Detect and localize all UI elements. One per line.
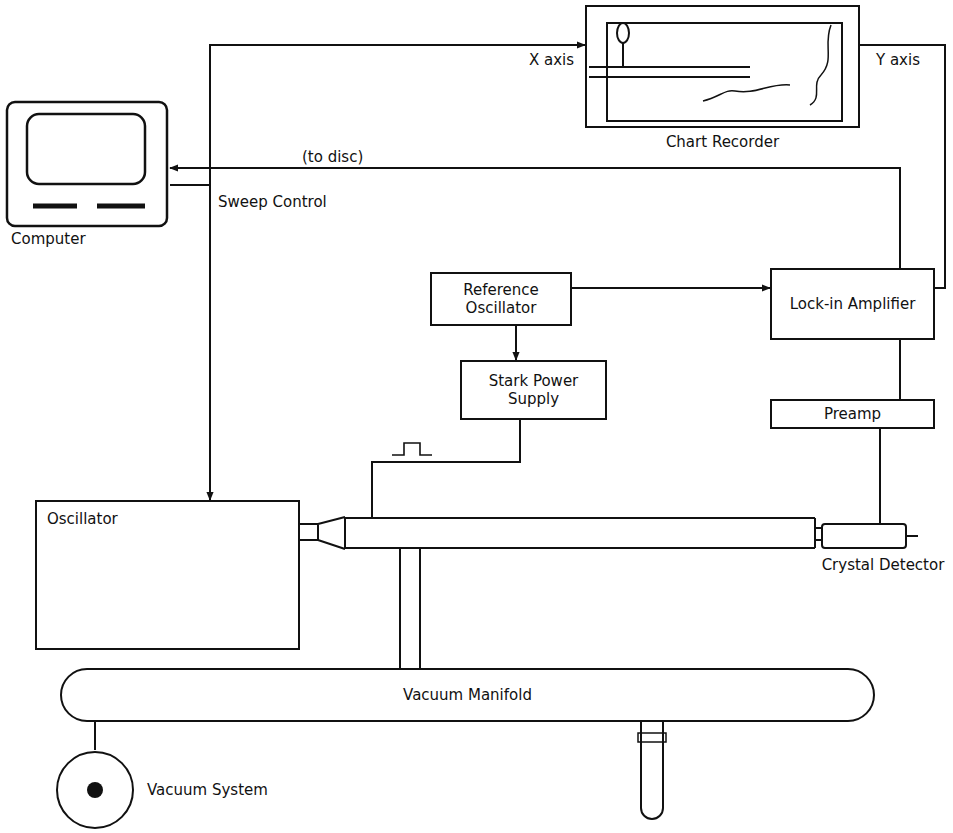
vacuum-pipe [400,548,420,668]
node-label: Lock-in Amplifier [790,295,916,313]
vacuum-manifold: Vacuum Manifold [60,668,875,722]
line-label: Y axis [874,51,922,69]
node-label: Computer [11,230,86,248]
stark-lead [372,420,520,518]
sample-tube [641,722,663,819]
signal-line [170,185,210,500]
detector-body [818,520,948,552]
signal-line [170,168,900,268]
node-label: Oscillator [47,510,118,528]
absorption-cell [345,518,815,548]
square-pulse-symbol [392,443,432,455]
node-label: Crystal Detector [822,556,945,574]
monitor-icon [5,100,170,230]
node-label: Reference Oscillator [440,281,562,317]
lock-in-amplifier-box: Lock-in Amplifier [770,268,935,340]
reference-oscillator-box: Reference Oscillator [430,272,572,326]
computer: Computer [5,100,170,248]
recorder-drawing [585,5,860,129]
chart-recorder: Chart Recorder [585,5,860,151]
node-label: Stark Power Supply [470,372,597,408]
pump-symbol [55,750,135,830]
signal-line [94,722,96,750]
detector-stub [815,528,822,540]
line-label: (to disc) [300,148,365,166]
node-label: Vacuum Manifold [403,686,532,704]
signal-line [879,429,881,524]
signal-line [515,326,517,360]
node-label: Chart Recorder [666,133,779,151]
stark-power-supply-box: Stark Power Supply [460,360,607,420]
tube-stopcock [638,733,666,742]
line-label: Sweep Control [216,193,329,211]
signal-line [860,45,945,288]
horn-flare [318,517,345,549]
waveguide-stub [300,524,318,540]
oscillator-box: Oscillator [35,500,300,650]
line-label: X axis [527,51,576,69]
vacuum-system: Vacuum System [55,750,269,830]
signal-line [170,45,585,185]
node-label: Preamp [824,405,881,423]
crystal-detector: Crystal Detector [818,520,948,574]
preamp-box: Preamp [770,399,935,429]
signal-line [899,340,901,399]
node-label: Vacuum System [147,781,268,799]
signal-line [572,287,770,289]
